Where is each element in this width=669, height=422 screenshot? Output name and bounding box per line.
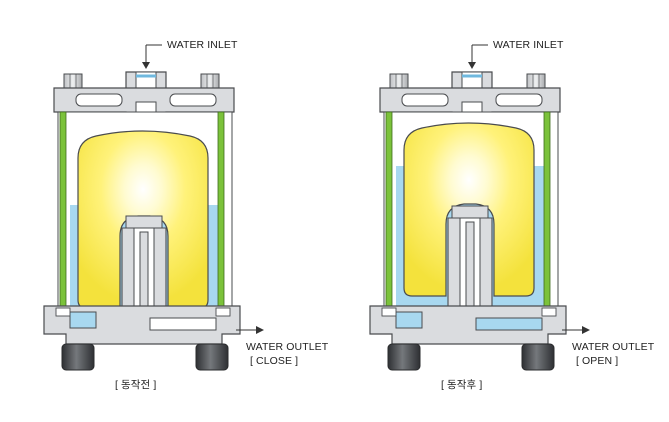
inlet-arrow-head [468, 62, 476, 69]
inlet-arrow-head [142, 62, 150, 69]
inlet-label-before: WATER INLET [167, 39, 238, 51]
trap-unit-before [43, 44, 264, 371]
caption-before: [ 동작전 ] [115, 379, 157, 391]
outlet-label-after: WATER OUTLET [572, 341, 655, 353]
tie-rod-right [543, 111, 551, 311]
outlet-arrow-head [582, 326, 590, 334]
cover-recess-right [495, 93, 543, 107]
valve-stem [139, 231, 149, 317]
outlet-arrow-head [256, 326, 264, 334]
cover-recess-left [401, 93, 449, 107]
top-nut-right [200, 73, 220, 89]
top-nut-left [63, 73, 83, 89]
float-ball [403, 122, 535, 297]
outlet-channel-open [475, 317, 543, 331]
cover-recess-left [75, 93, 123, 107]
tie-rod-left [385, 111, 393, 311]
foot-left [387, 343, 421, 371]
top-nut-left [389, 73, 409, 89]
foot-left [61, 343, 95, 371]
outlet-state-after: [ OPEN ] [576, 355, 619, 367]
trap-unit-after [369, 44, 590, 371]
tie-rod-right [217, 111, 225, 311]
caption-after: [ 동작후 ] [441, 379, 483, 391]
valve-stem [465, 221, 475, 307]
tie-rod-left [59, 111, 67, 311]
foot-right [195, 343, 229, 371]
cover-recess-right [169, 93, 217, 107]
outlet-state-before: [ CLOSE ] [250, 355, 299, 367]
inlet-label-after: WATER INLET [493, 39, 564, 51]
foot-right [521, 343, 555, 371]
top-nut-right [526, 73, 546, 89]
outlet-label-before: WATER OUTLET [246, 341, 329, 353]
outlet-channel-closed [149, 317, 217, 331]
